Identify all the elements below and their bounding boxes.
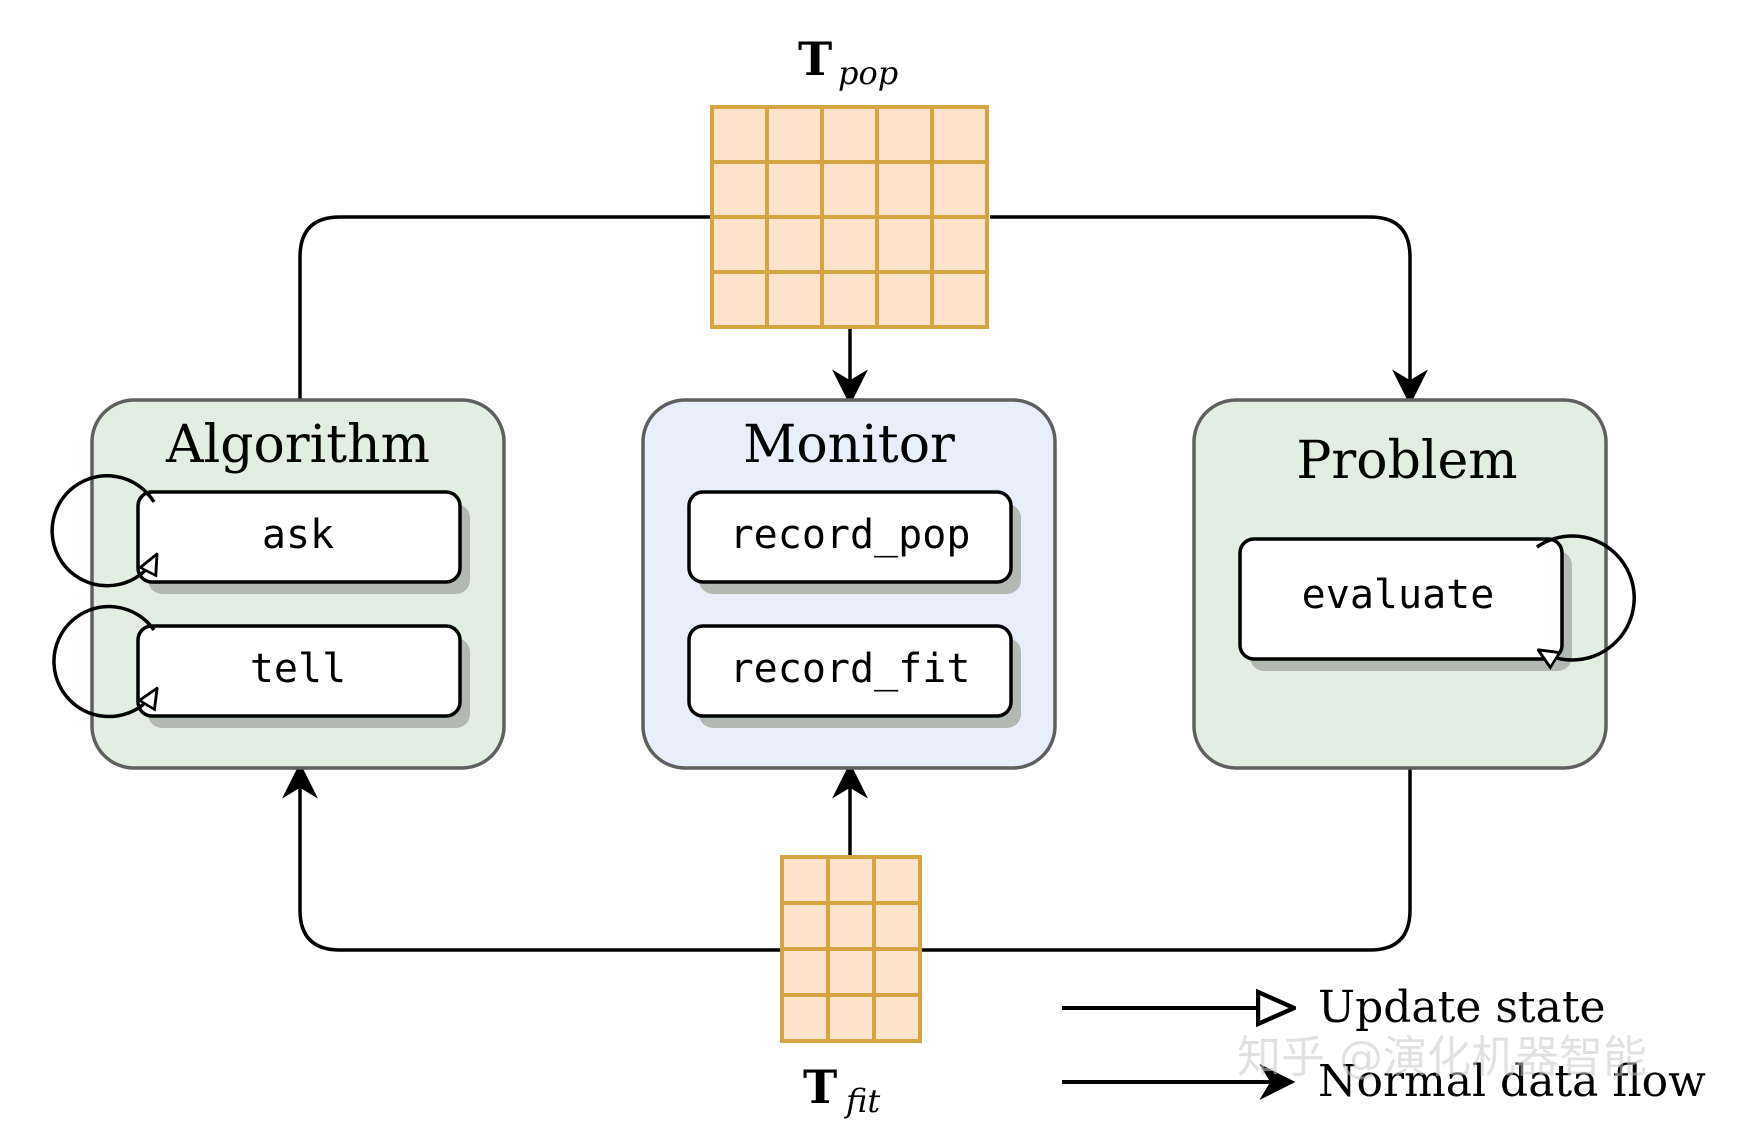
evaluate-method-label: evaluate <box>1302 572 1495 618</box>
tensor-pop-cell <box>710 215 769 274</box>
legend-normal-flow-label: Normal data flow <box>1318 1056 1706 1107</box>
tensor-pop-cell <box>875 270 934 329</box>
monitor-module: Monitor record_pop record_fit <box>641 398 1057 770</box>
tensor-fit <box>780 855 922 1043</box>
ask-self-loop <box>50 474 156 588</box>
tensor-pop-cell <box>820 160 879 219</box>
tensor-pop-cell <box>765 270 824 329</box>
tensor-fit-cell <box>780 901 830 951</box>
tensor-pop-subscript: pop <box>838 54 898 92</box>
tensor-fit-cell <box>872 993 922 1043</box>
record-pop-method-label: record_pop <box>730 512 971 558</box>
tensor-pop-cell <box>875 215 934 274</box>
tensor-pop-cell <box>930 105 989 164</box>
tensor-fit-cell <box>780 993 830 1043</box>
tensor-pop-symbol: T <box>798 32 832 86</box>
record-pop-method-box[interactable] <box>687 490 1013 584</box>
tensor-fit-cell <box>826 855 876 905</box>
problem-title: Problem <box>1296 431 1517 491</box>
tell-method-label: tell <box>250 646 346 692</box>
algorithm-module: Algorithm ask tell <box>50 398 506 770</box>
tensor-pop-cell <box>765 215 824 274</box>
legend: Update state Normal data flow <box>1062 982 1706 1107</box>
tensor-pop-cell <box>930 215 989 274</box>
tensor-pop-cell <box>820 270 879 329</box>
tensor-fit-cell <box>872 901 922 951</box>
legend-update-state-label: Update state <box>1318 982 1606 1033</box>
tensor-fit-cell <box>826 901 876 951</box>
tensor-pop <box>710 105 989 329</box>
flow-pop-to-problem <box>990 215 1428 406</box>
tensor-pop-cell <box>710 270 769 329</box>
record-fit-method-label: record_fit <box>730 646 971 692</box>
flow-fit-to-algorithm <box>282 762 780 952</box>
tensor-fit-subscript: fit <box>844 1082 880 1120</box>
tensor-fit-cell <box>826 947 876 997</box>
tensor-pop-cell <box>875 160 934 219</box>
tensor-pop-cell <box>710 160 769 219</box>
connection-lines <box>282 215 1428 952</box>
tell-self-loop <box>52 604 156 719</box>
tensor-pop-cell <box>875 105 934 164</box>
tensor-fit-cell <box>780 855 830 905</box>
record-fit-method-box[interactable] <box>687 624 1013 718</box>
flow-pop-to-algorithm <box>298 215 710 400</box>
tensor-fit-cell <box>780 947 830 997</box>
tensor-pop-cell <box>765 105 824 164</box>
tensor-fit-cell <box>872 947 922 997</box>
ask-method-label: ask <box>262 512 334 558</box>
ask-method-box[interactable] <box>136 490 462 584</box>
tell-method-box[interactable] <box>136 624 462 718</box>
tensor-pop-cell <box>820 215 879 274</box>
tensor-pop-cell <box>930 160 989 219</box>
flow-problem-to-fit <box>920 768 1412 952</box>
tensor-fit-cell <box>872 855 922 905</box>
evaluate-self-loop <box>1537 534 1636 660</box>
problem-module: Problem evaluate <box>1192 398 1636 770</box>
tensor-pop-cell <box>930 270 989 329</box>
algorithm-title: Algorithm <box>165 415 430 475</box>
tensor-fit-symbol: T <box>803 1060 837 1114</box>
tensor-pop-cell <box>710 105 769 164</box>
tensor-pop-cell <box>765 160 824 219</box>
watermark: 知乎 @演化机器智能 <box>1237 1032 1647 1083</box>
tensor-pop-cell <box>820 105 879 164</box>
tensor-fit-cell <box>826 993 876 1043</box>
evaluate-method-box[interactable] <box>1238 537 1564 661</box>
monitor-title: Monitor <box>743 415 955 475</box>
